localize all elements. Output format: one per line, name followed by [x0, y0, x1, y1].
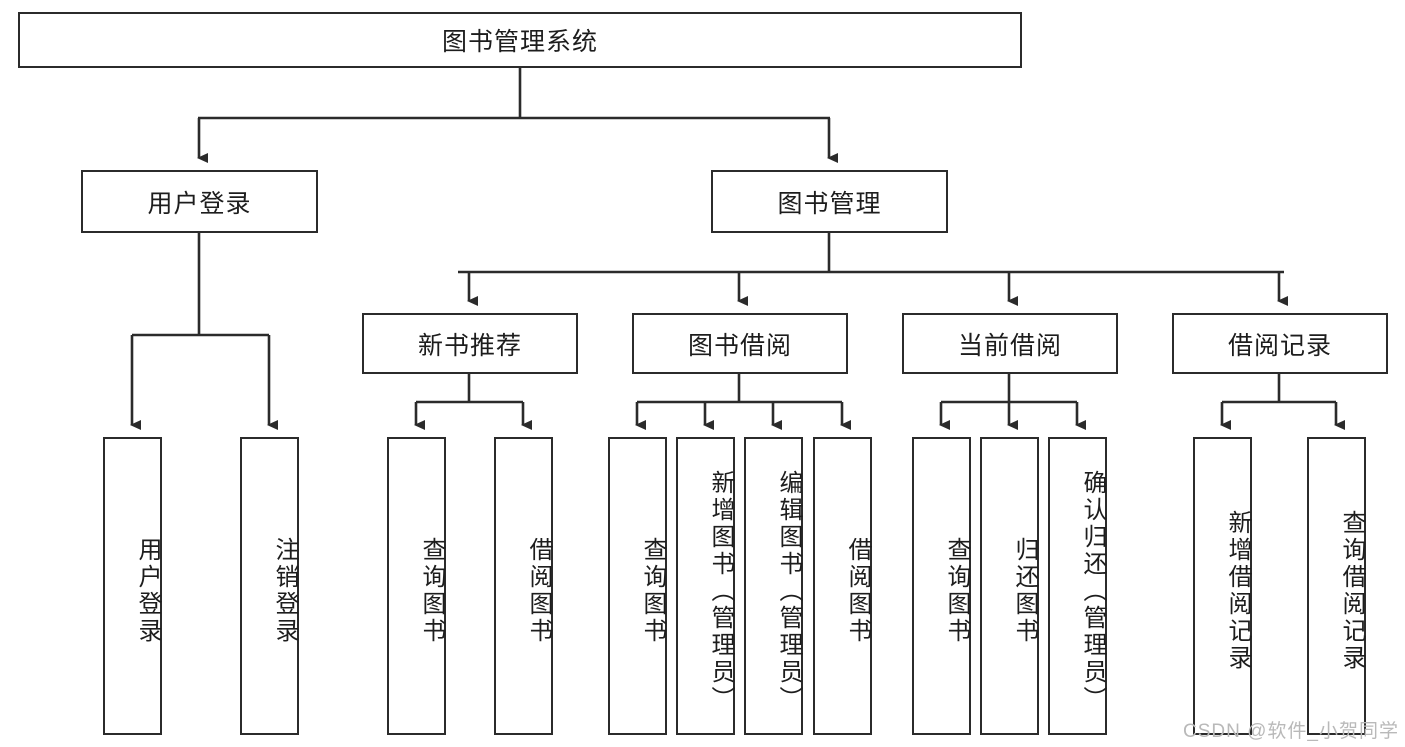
node-label: 注销登录: [271, 537, 298, 645]
node-book-borrow[interactable]: 图书借阅: [632, 313, 848, 374]
leaf-new-book-borrow[interactable]: 借阅图书: [494, 437, 553, 735]
node-new-book-recommend[interactable]: 新书推荐: [362, 313, 578, 374]
leaf-book-borrow-add[interactable]: 新增图书（管理员）: [676, 437, 735, 735]
leaf-book-borrow-edit[interactable]: 编辑图书（管理员）: [744, 437, 803, 735]
node-label: 用户登录: [134, 537, 161, 645]
node-label: 借阅图书: [844, 537, 871, 645]
node-label: 新增图书（管理员）: [707, 469, 734, 713]
leaf-current-borrow-return[interactable]: 归还图书: [980, 437, 1039, 735]
node-label: 新书推荐: [417, 331, 522, 360]
node-root-book-management-system[interactable]: 图书管理系统: [18, 12, 1022, 68]
node-label: 确认归还（管理员）: [1079, 469, 1106, 713]
node-label: 查询图书: [418, 537, 445, 645]
node-label: 借阅图书: [525, 537, 552, 645]
node-label: 图书管理系统: [441, 28, 598, 56]
node-label: 查询借阅记录: [1338, 510, 1365, 672]
node-label: 归还图书: [1011, 537, 1038, 645]
node-label: 编辑图书（管理员）: [775, 469, 802, 713]
node-current-borrow[interactable]: 当前借阅: [902, 313, 1118, 374]
leaf-book-borrow-query[interactable]: 查询图书: [608, 437, 667, 735]
node-label: 用户登录: [147, 189, 252, 218]
leaf-borrow-record-query[interactable]: 查询借阅记录: [1307, 437, 1366, 735]
node-label: 新增借阅记录: [1224, 510, 1251, 672]
leaf-current-borrow-confirm-return[interactable]: 确认归还（管理员）: [1048, 437, 1107, 735]
leaf-user-login-login[interactable]: 用户登录: [103, 437, 162, 735]
leaf-borrow-record-add[interactable]: 新增借阅记录: [1193, 437, 1252, 735]
node-label: 查询图书: [943, 537, 970, 645]
node-book-management[interactable]: 图书管理: [711, 170, 948, 233]
leaf-user-login-logout[interactable]: 注销登录: [240, 437, 299, 735]
leaf-current-borrow-query[interactable]: 查询图书: [912, 437, 971, 735]
node-label: 图书管理: [777, 189, 882, 218]
node-borrow-record[interactable]: 借阅记录: [1172, 313, 1388, 374]
leaf-book-borrow-borrow[interactable]: 借阅图书: [813, 437, 872, 735]
node-label: 当前借阅: [957, 331, 1062, 360]
watermark-text: CSDN @软件_小贺同学: [1183, 721, 1399, 742]
node-label: 图书借阅: [687, 331, 792, 360]
node-user-login[interactable]: 用户登录: [81, 170, 318, 233]
node-label: 查询图书: [639, 537, 666, 645]
leaf-new-book-query[interactable]: 查询图书: [387, 437, 446, 735]
node-label: 借阅记录: [1227, 331, 1332, 360]
